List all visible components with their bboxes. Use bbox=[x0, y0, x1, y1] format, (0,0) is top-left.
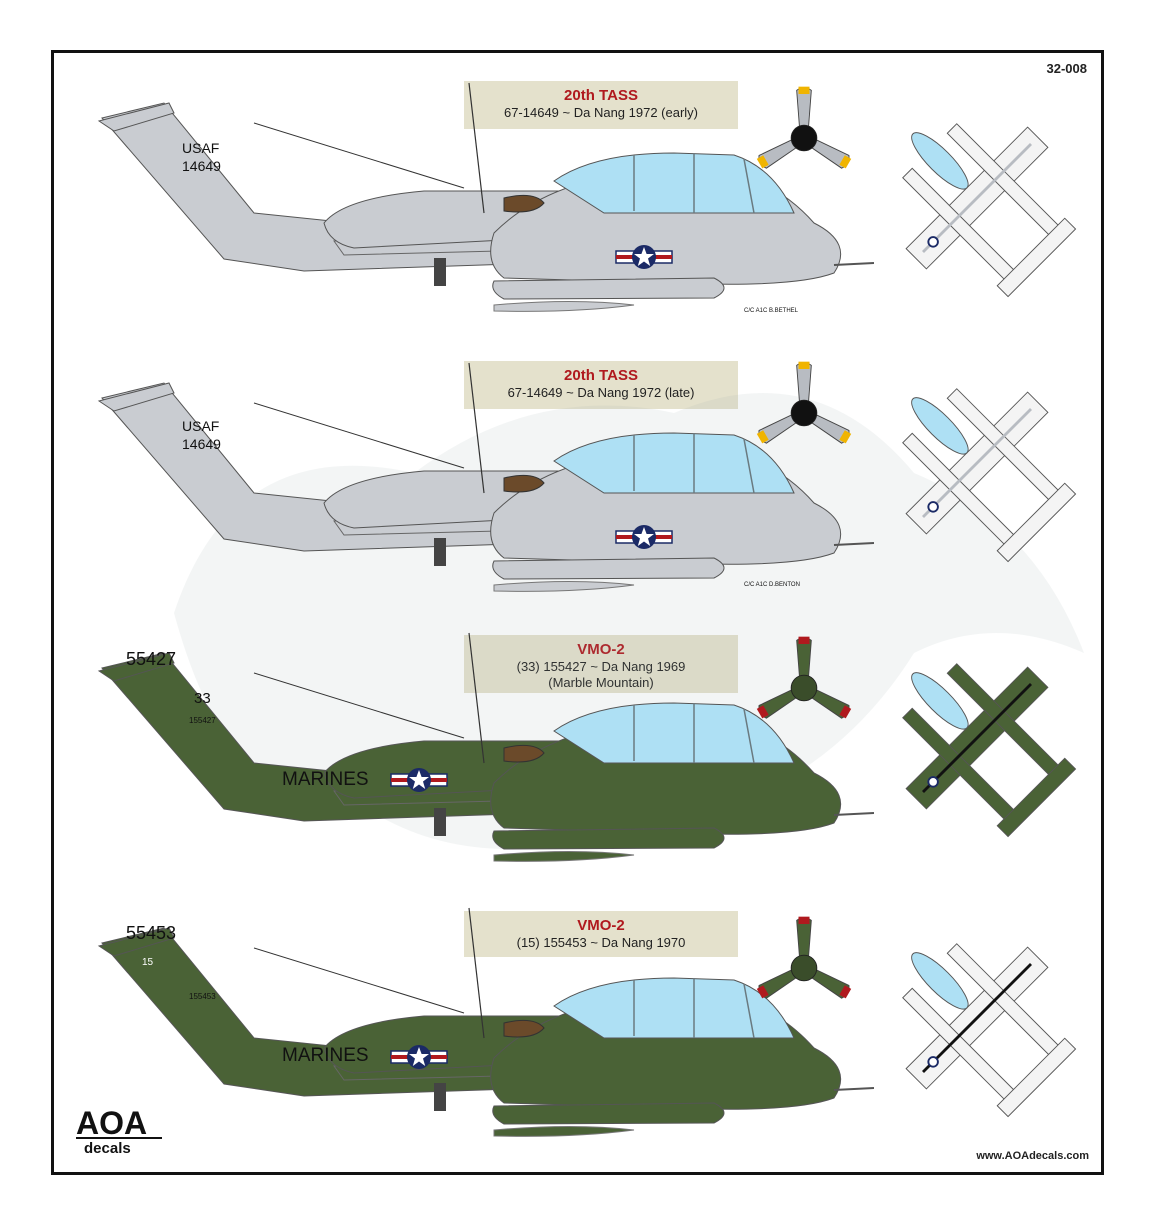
aoa-logo: AOA decals bbox=[74, 1104, 166, 1157]
fuselage-marking: MARINES bbox=[282, 1045, 369, 1066]
decal-sheet: 32-008 20th TASS 67-14649 ~ Da Nang 1972… bbox=[51, 50, 1104, 1175]
aircraft-profile-1 bbox=[98, 82, 874, 313]
caption-profile-2: 20th TASS 67-14649 ~ Da Nang 1972 (late) bbox=[464, 361, 738, 409]
caption-profile-4: VMO-2 (15) 155453 ~ Da Nang 1970 bbox=[464, 911, 738, 957]
tail-marking-line: 33 bbox=[194, 690, 211, 707]
tail-marking-line: 155453 bbox=[189, 992, 216, 1001]
caption-unit: 20th TASS bbox=[564, 87, 638, 104]
crew-name: C/C A1C B.BETHEL bbox=[744, 308, 799, 314]
caption-detail: 67-14649 ~ Da Nang 1972 (early) bbox=[503, 105, 699, 120]
propeller-1 bbox=[756, 86, 852, 171]
crew-name: C/C A1C D.BENTON bbox=[744, 582, 800, 588]
logo-text: AOA bbox=[76, 1105, 147, 1141]
tail-marking-line: 14649 bbox=[182, 158, 221, 174]
propeller-4 bbox=[756, 916, 852, 1001]
caption-unit: VMO-2 bbox=[577, 917, 625, 934]
caption-detail: (Marble Mountain) bbox=[472, 675, 730, 691]
sheet-code: 32-008 bbox=[1046, 61, 1087, 76]
logo-subtext: decals bbox=[84, 1140, 131, 1156]
caption-unit: 20th TASS bbox=[564, 367, 638, 384]
fuselage-marking: MARINES bbox=[282, 769, 369, 790]
tail-marking-line: 55427 bbox=[126, 649, 176, 669]
tail-marking-line: USAF bbox=[182, 140, 219, 156]
tail-marking-line: 155427 bbox=[189, 716, 216, 725]
website-url: www.AOAdecals.com bbox=[976, 1150, 1089, 1162]
aircraft-artwork: USAF 14649 C/C A1C B.BETHEL USAF 14649 C… bbox=[98, 82, 1084, 1138]
tail-marking-line: USAF bbox=[182, 418, 219, 434]
tail-marking-line: 14649 bbox=[182, 436, 221, 452]
caption-detail: (33) 155427 ~ Da Nang 1969 bbox=[472, 659, 730, 675]
aircraft-profile-4 bbox=[98, 907, 874, 1138]
caption-detail: (15) 155453 ~ Da Nang 1970 bbox=[516, 935, 686, 950]
tail-marking-line: 15 bbox=[142, 957, 154, 968]
caption-profile-3: VMO-2 (33) 155427 ~ Da Nang 1969 (Marble… bbox=[464, 635, 738, 693]
tail-marking-line: 55453 bbox=[126, 923, 176, 943]
caption-unit: VMO-2 bbox=[472, 641, 730, 659]
caption-profile-1: 20th TASS 67-14649 ~ Da Nang 1972 (early… bbox=[464, 81, 738, 129]
plan-view-1 bbox=[872, 93, 1082, 303]
caption-detail: 67-14649 ~ Da Nang 1972 (late) bbox=[507, 385, 695, 400]
plan-view-4 bbox=[872, 913, 1082, 1123]
